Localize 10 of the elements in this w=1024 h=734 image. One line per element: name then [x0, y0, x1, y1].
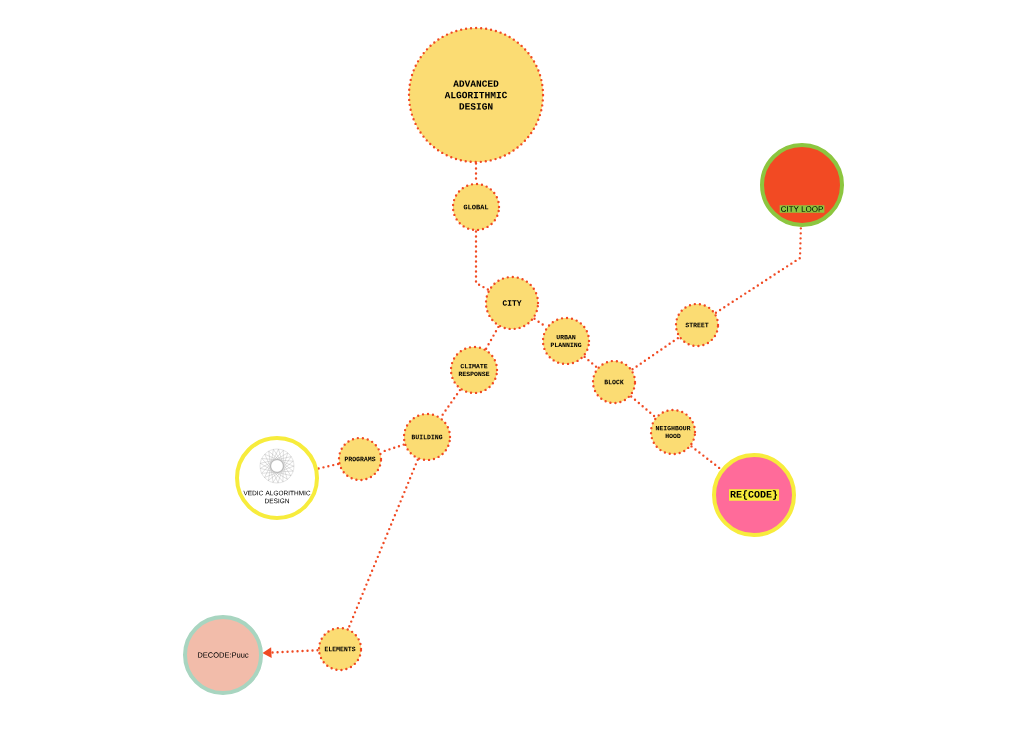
connector [316, 462, 340, 470]
connector [690, 445, 723, 471]
connector [474, 230, 490, 291]
connector [714, 225, 803, 314]
connector [439, 388, 462, 419]
connector [631, 336, 680, 371]
connector [630, 395, 657, 418]
connector [484, 325, 500, 350]
connector [583, 355, 599, 369]
connector [347, 458, 419, 630]
